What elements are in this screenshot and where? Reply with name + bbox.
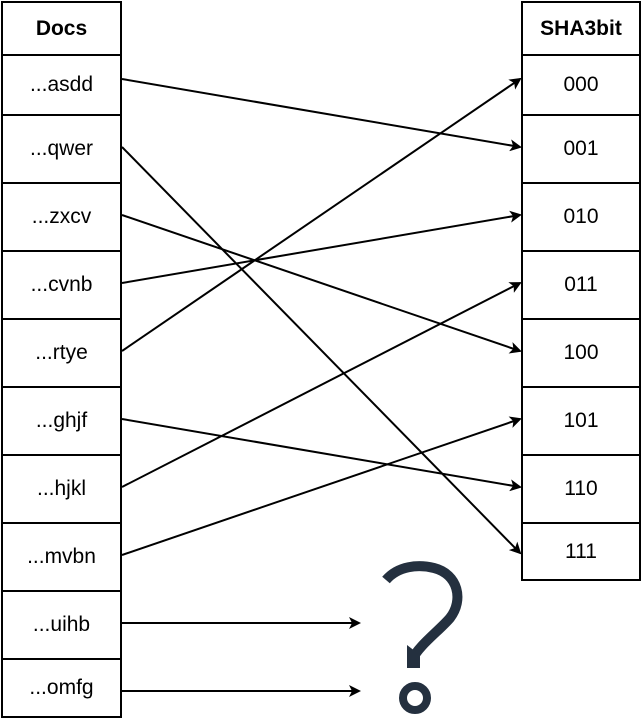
hash-row: 100 bbox=[563, 341, 599, 364]
mapping-arrow bbox=[121, 418, 522, 492]
divider bbox=[3, 114, 120, 116]
mapping-arrow bbox=[121, 78, 522, 152]
hash-table: SHA3bit 000 001 010 011 100 101 110 111 bbox=[521, 1, 641, 581]
divider bbox=[523, 114, 639, 116]
divider bbox=[523, 522, 639, 524]
hash-row: 000 bbox=[563, 73, 599, 96]
mapping-arrow bbox=[121, 282, 522, 488]
question-mark-icon bbox=[382, 561, 463, 714]
divider bbox=[3, 182, 120, 184]
doc-row: ...qwer bbox=[29, 137, 94, 160]
mapping-arrow bbox=[121, 214, 522, 354]
divider bbox=[3, 54, 120, 56]
docs-table: Docs ...asdd ...qwer ...zxcv ...cvnb ...… bbox=[1, 1, 122, 718]
hash-row: 111 bbox=[565, 539, 597, 563]
divider bbox=[3, 386, 120, 388]
mapping-arrow bbox=[121, 416, 522, 556]
divider bbox=[523, 182, 639, 184]
divider bbox=[3, 250, 120, 252]
divider bbox=[3, 658, 120, 660]
doc-row: ...zxcv bbox=[31, 205, 92, 228]
doc-row: ...omfg bbox=[29, 676, 94, 699]
docs-header: Docs bbox=[35, 16, 88, 40]
hash-row: 011 bbox=[564, 273, 598, 296]
divider bbox=[523, 454, 639, 456]
divider bbox=[523, 318, 639, 320]
doc-row: ...mvbn bbox=[27, 545, 96, 568]
hash-row: 001 bbox=[563, 137, 599, 160]
hash-row: 010 bbox=[563, 205, 599, 228]
mapping-arrow bbox=[121, 210, 522, 284]
doc-row: ...cvnb bbox=[30, 273, 93, 296]
divider bbox=[3, 454, 120, 456]
doc-row: ...asdd bbox=[29, 73, 94, 96]
divider bbox=[523, 250, 639, 252]
hash-header: SHA3bit bbox=[540, 16, 622, 40]
divider bbox=[523, 54, 639, 56]
divider bbox=[523, 386, 639, 388]
divider bbox=[3, 590, 120, 592]
divider bbox=[3, 522, 120, 524]
divider bbox=[3, 318, 120, 320]
mapping-arrow bbox=[121, 146, 522, 555]
hash-row: 110 bbox=[564, 477, 598, 500]
doc-row: ...rtye bbox=[35, 341, 88, 364]
hash-row: 101 bbox=[563, 409, 599, 432]
doc-row: ...ghjf bbox=[35, 409, 88, 432]
doc-row: ...hjkl bbox=[36, 477, 86, 500]
mapping-arrow bbox=[121, 77, 522, 352]
doc-row: ...uihb bbox=[32, 613, 91, 636]
